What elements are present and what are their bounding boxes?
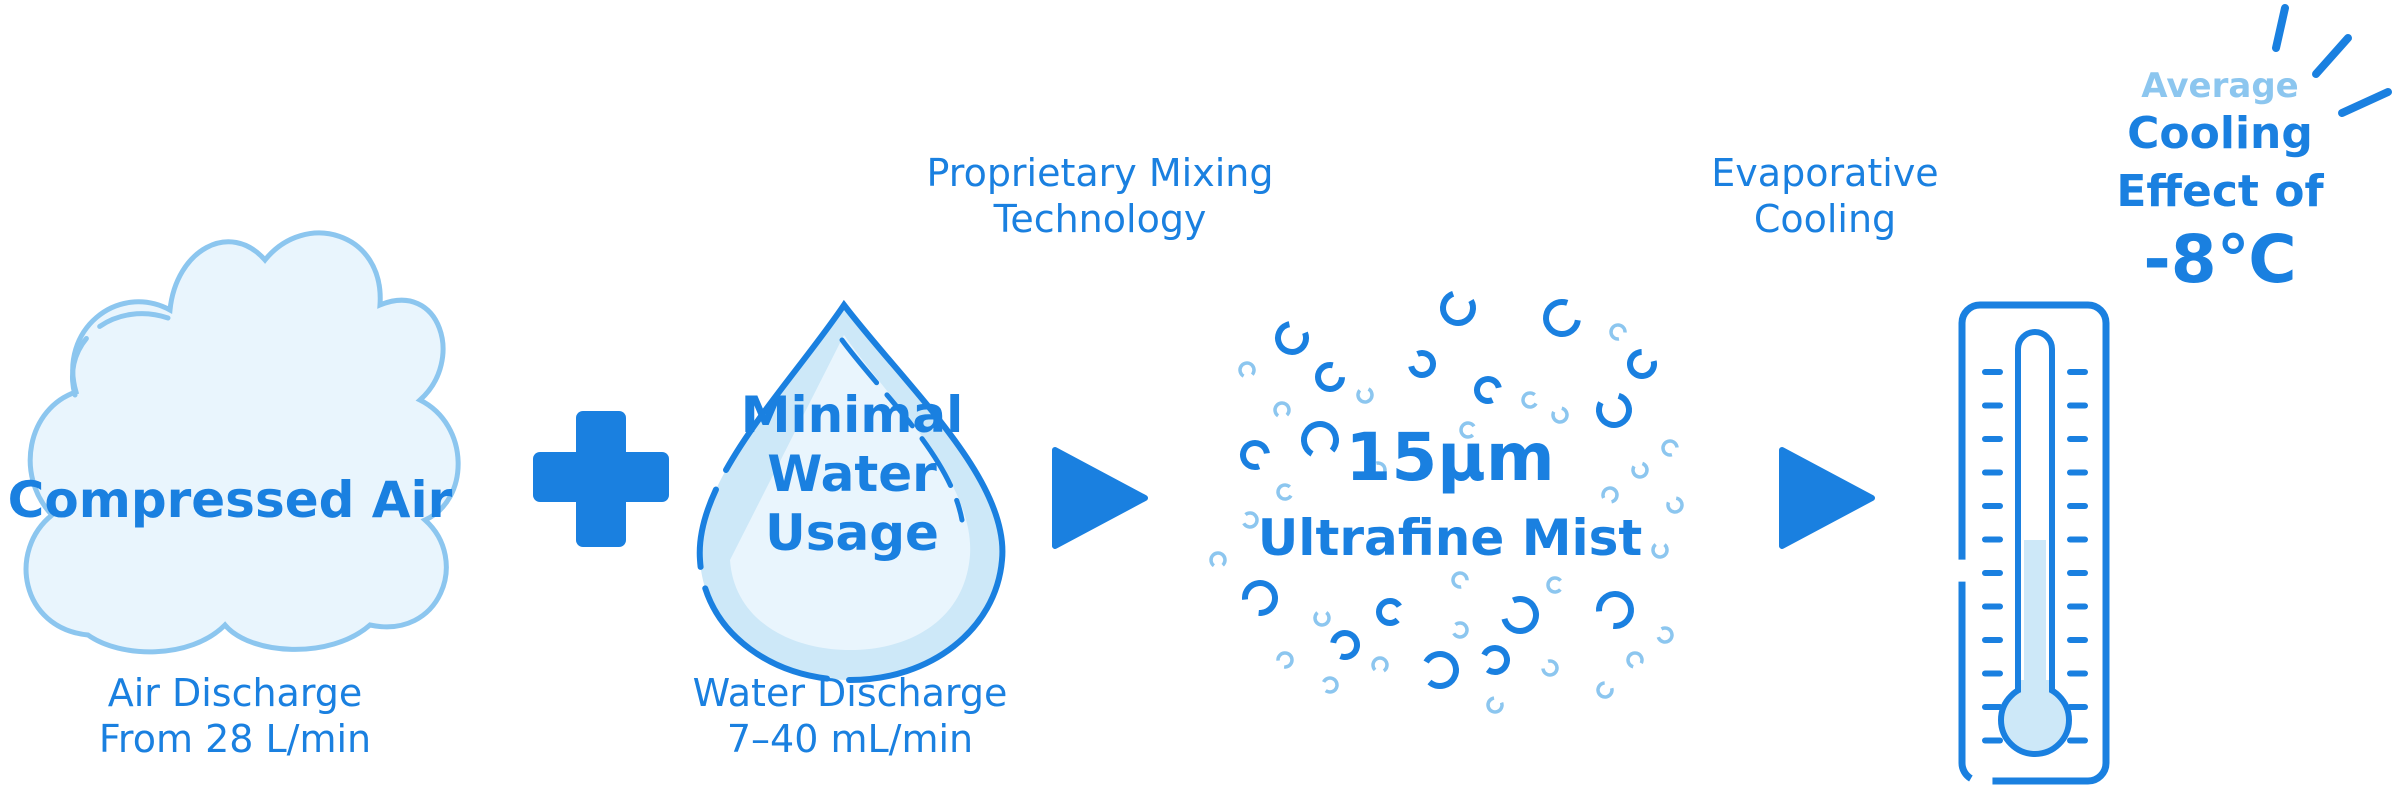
mist-droplet: [1408, 350, 1436, 378]
mixing-line2: Technology: [993, 197, 1207, 242]
mist-droplet: [1276, 651, 1294, 669]
mist-droplet: [1241, 580, 1278, 616]
mist-label: Ultrafine Mist: [1240, 508, 1660, 569]
sparkle-lines-icon: [2272, 4, 2392, 117]
thermometer-icon: [1958, 301, 2110, 785]
mist-droplet: [1609, 323, 1627, 341]
mist-size-text: 15μm: [1345, 419, 1555, 496]
mist-droplet: [1486, 696, 1504, 714]
mist-droplet: [1521, 391, 1539, 409]
cooling-line3: Effect of: [2116, 165, 2324, 217]
mist-droplet: [1626, 651, 1644, 669]
cooling-line1: Average: [2141, 66, 2299, 106]
water-drop-icon: [696, 299, 1006, 684]
mist-droplet: [1656, 626, 1674, 644]
mist-droplet: [1627, 349, 1657, 379]
air-discharge-line2: From 28 L/min: [98, 717, 372, 762]
mixing-technology-label: Proprietary Mixing Technology: [880, 150, 1320, 243]
air-discharge-line1: Air Discharge: [107, 671, 363, 715]
mist-droplet: [1596, 392, 1632, 428]
mist-droplet: [1376, 598, 1404, 626]
mist-droplet: [1451, 621, 1469, 639]
mist-droplet: [1240, 440, 1270, 470]
mist-droplet: [1209, 551, 1227, 569]
mist-droplet: [1276, 483, 1294, 501]
cloud-label: Compressed Air: [0, 470, 460, 531]
evaporative-line2: Cooling: [1753, 197, 1897, 242]
mist-droplet: [1666, 496, 1684, 514]
mist-droplets-icon: [1209, 290, 1684, 714]
mist-droplet: [1301, 421, 1339, 459]
mist-droplet: [1596, 681, 1614, 699]
play-arrow-icon: [1052, 447, 1148, 549]
mist-droplet: [1321, 676, 1339, 694]
mist-size-label: 15μm: [1260, 418, 1640, 499]
mist-droplet: [1273, 401, 1291, 419]
water-discharge-caption: Water Discharge 7–40 mL/min: [670, 670, 1030, 763]
cooling-effect-label: Average Cooling Effect of -8℃: [2090, 66, 2350, 299]
evaporative-line1: Evaporative: [1711, 151, 1939, 195]
mist-droplet: [1595, 591, 1634, 629]
drop-label: Minimal Water Usage: [712, 386, 992, 563]
mist-droplet: [1356, 386, 1374, 404]
mixing-line1: Proprietary Mixing: [926, 151, 1274, 195]
mist-droplet: [1440, 290, 1476, 327]
mist-droplet: [1601, 486, 1619, 504]
water-discharge-line2: 7–40 mL/min: [726, 717, 974, 762]
mist-droplet: [1451, 571, 1469, 589]
cloud-icon: [23, 230, 461, 655]
mist-droplet: [1241, 511, 1259, 529]
mist-droplet: [1501, 595, 1539, 634]
water-discharge-line1: Water Discharge: [692, 671, 1008, 715]
air-discharge-caption: Air Discharge From 28 L/min: [60, 670, 410, 763]
mist-droplet: [1275, 321, 1309, 355]
mist-droplet: [1421, 651, 1459, 689]
mist-droplet: [1651, 541, 1669, 559]
play-arrow-icon: [1779, 447, 1875, 549]
mist-droplet: [1474, 376, 1502, 404]
mist-droplet: [1661, 439, 1679, 457]
mist-droplet: [1543, 299, 1581, 337]
mist-droplet: [1371, 656, 1389, 674]
cooling-value: -8℃: [2143, 220, 2297, 298]
plus-icon: [533, 411, 669, 547]
mist-droplet: [1541, 659, 1559, 677]
mist-droplet: [1551, 406, 1569, 424]
mist-droplet: [1315, 362, 1345, 392]
mist-label-text: Ultrafine Mist: [1257, 509, 1643, 567]
mist-droplet: [1631, 461, 1649, 479]
cooling-line2: Cooling: [2127, 108, 2313, 160]
mist-droplet: [1238, 361, 1256, 379]
mist-droplet: [1546, 576, 1564, 594]
mist-droplet: [1480, 645, 1510, 675]
drop-label-line2: Water: [767, 445, 937, 503]
mist-droplet: [1330, 629, 1360, 660]
mist-droplet: [1459, 421, 1477, 439]
mist-droplet: [1313, 609, 1331, 627]
cloud-label-text: Compressed Air: [7, 471, 453, 529]
evaporative-cooling-label: Evaporative Cooling: [1680, 150, 1970, 243]
drop-label-line3: Usage: [765, 504, 939, 562]
drop-label-line1: Minimal: [740, 386, 964, 444]
